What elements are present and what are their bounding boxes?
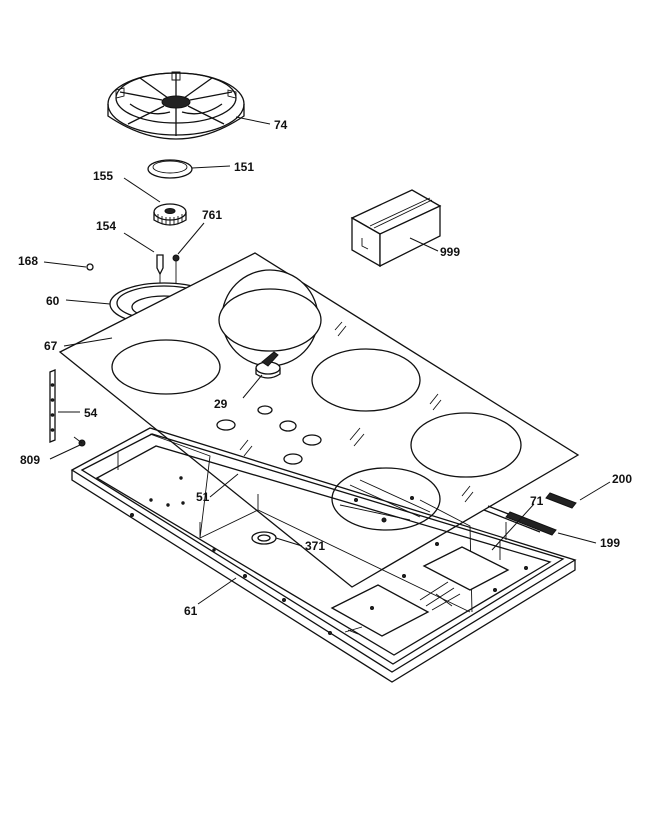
part-label-151: 151 [234,160,254,174]
part-label-51: 51 [196,490,210,504]
base-pan [70,427,577,683]
screw-809 [73,436,86,447]
part-label-71: 71 [530,494,544,508]
part-label-999: 999 [440,245,460,259]
part-label-199: 199 [600,536,620,550]
part-label-154: 154 [96,219,116,233]
screw [86,263,94,271]
part-label-54: 54 [84,406,98,420]
part-label-61: 61 [184,604,198,618]
burner-head [153,203,187,226]
part-label-168: 168 [18,254,38,268]
part-label-60: 60 [46,294,60,308]
bracket [49,369,56,443]
part-label-67: 67 [44,339,58,353]
part-label-155: 155 [93,169,113,183]
part-label-200: 200 [612,472,632,486]
cooktop-glass-top [58,252,580,588]
part-label-29: 29 [214,397,228,411]
control-knob [255,351,281,379]
spark-module [505,492,577,536]
burner-cap [147,159,193,179]
leader-lines [43,116,611,605]
part-label-761: 761 [202,208,222,222]
part-label-809: 809 [20,453,40,467]
part-label-371: 371 [305,539,325,553]
package-box [350,189,442,268]
part-number-labels: 74 151 155 154 761 168 60 67 54 29 809 5… [18,118,632,618]
burner-grate [107,71,245,140]
part-label-74: 74 [274,118,288,132]
